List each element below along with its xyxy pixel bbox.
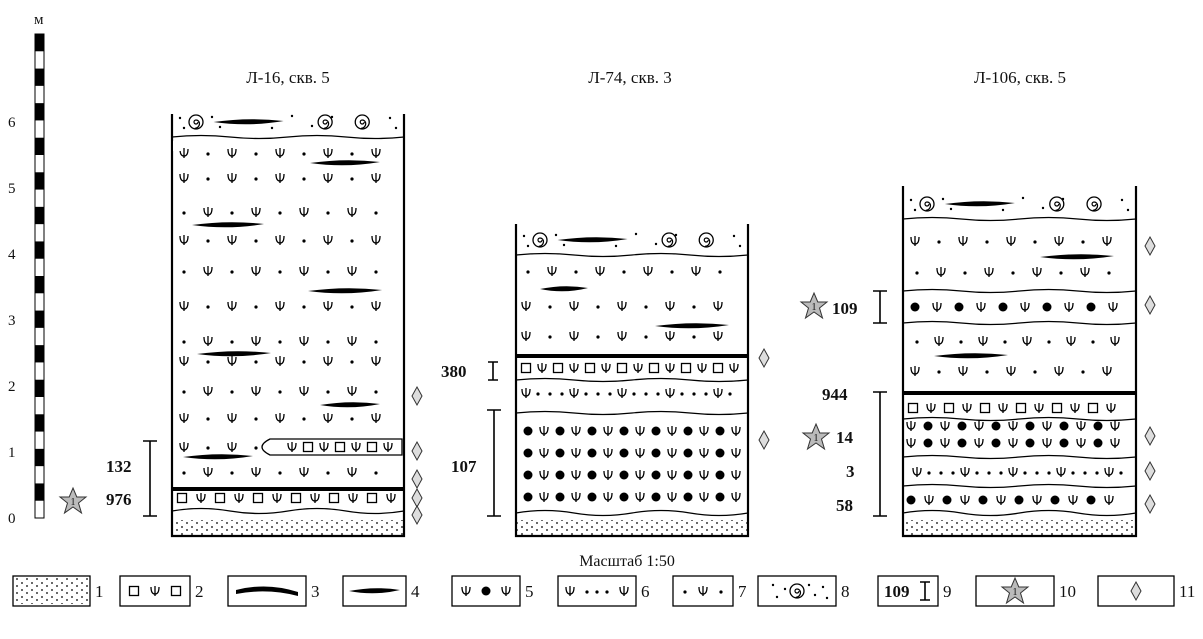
diamond-icon	[412, 506, 422, 524]
svg-text:1: 1	[71, 497, 76, 508]
sample-label: 944	[822, 385, 848, 404]
legend-number: 1	[95, 582, 104, 601]
scale-caption: Масштаб 1:50	[579, 553, 675, 570]
svg-text:1: 1	[814, 433, 819, 444]
diamond-icon	[1145, 427, 1155, 445]
diamond-markers	[412, 237, 1155, 524]
diamond-icon	[1145, 296, 1155, 314]
legend-item-thick-lens: 3	[228, 576, 320, 606]
svg-text:1: 1	[1013, 587, 1018, 598]
sample-label: 976	[106, 490, 132, 509]
legend-number: 8	[841, 582, 850, 601]
star-marker: 1	[60, 488, 86, 513]
sample-label: 58	[836, 496, 853, 515]
diamond-icon	[759, 431, 769, 449]
legend-number: 5	[525, 582, 534, 601]
scale-tick: 3	[8, 313, 16, 329]
sample-label: 380	[441, 362, 467, 381]
sample-label: 109	[832, 299, 858, 318]
diamond-icon	[1145, 495, 1155, 513]
column-title-l106: Л-106, скв. 5	[974, 68, 1066, 87]
legend-number: 2	[195, 582, 204, 601]
samples-l16: 132 976 1	[60, 441, 157, 516]
column-title-l74: Л-74, скв. 3	[588, 68, 672, 87]
legend-item-star: 1 10	[976, 576, 1076, 606]
depth-scale: м 0 1 2 3 4 5 6	[8, 12, 44, 527]
diamond-icon	[412, 489, 422, 507]
column-title-l16: Л-16, скв. 5	[246, 68, 330, 87]
legend-number: 3	[311, 582, 320, 601]
legend-item-thin-lens: 4	[343, 576, 420, 606]
legend-item-sample-bracket: 109 9	[878, 576, 952, 606]
sample-label: 132	[106, 457, 132, 476]
scale-tick: 6	[8, 115, 16, 131]
scale-tick: 4	[8, 247, 16, 263]
legend-item-square-psi: 2	[120, 576, 204, 606]
legend-number: 6	[641, 582, 650, 601]
legend-item-psi-dot-bold: 5	[452, 576, 534, 606]
sample-label: 3	[846, 462, 855, 481]
legend-number: 10	[1059, 582, 1076, 601]
legend-number: 11	[1179, 582, 1195, 601]
scale-tick: 1	[8, 445, 16, 461]
legend-item-shell-dots: 8	[758, 576, 850, 606]
samples-l106: 1 109 944 1 14 3 58	[801, 291, 887, 516]
star-marker: 1	[801, 293, 827, 318]
sample-label: 107	[451, 457, 477, 476]
column-l74	[516, 224, 748, 536]
scale-tick: 5	[8, 181, 16, 197]
legend-number: 9	[943, 582, 952, 601]
scale-unit: м	[34, 12, 44, 28]
legend-number: 7	[738, 582, 747, 601]
column-l106	[903, 186, 1136, 536]
diamond-icon	[412, 470, 422, 488]
sample-label: 14	[836, 428, 854, 447]
samples-l74: 380 107	[441, 362, 501, 516]
diamond-icon	[412, 387, 422, 405]
svg-text:1: 1	[812, 302, 817, 313]
scale-tick: 2	[8, 379, 16, 395]
legend-item-diamond: 11	[1098, 576, 1195, 606]
diamond-icon	[759, 349, 769, 367]
star-marker: 1	[803, 424, 829, 449]
diamond-icon	[412, 442, 422, 460]
legend-item-psi-dots: 6	[558, 576, 650, 606]
column-l16	[172, 114, 404, 536]
legend: 1 2 3 4 5 6 7 8 109 9 1 10 11	[13, 576, 1195, 606]
svg-text:109: 109	[884, 582, 910, 601]
legend-item-dot-psi-dot: 7	[673, 576, 747, 606]
legend-number: 4	[411, 582, 420, 601]
diamond-icon	[1145, 462, 1155, 480]
diamond-icon	[1145, 237, 1155, 255]
scale-tick: 0	[8, 511, 16, 527]
legend-item-sand-dots: 1	[13, 576, 104, 606]
